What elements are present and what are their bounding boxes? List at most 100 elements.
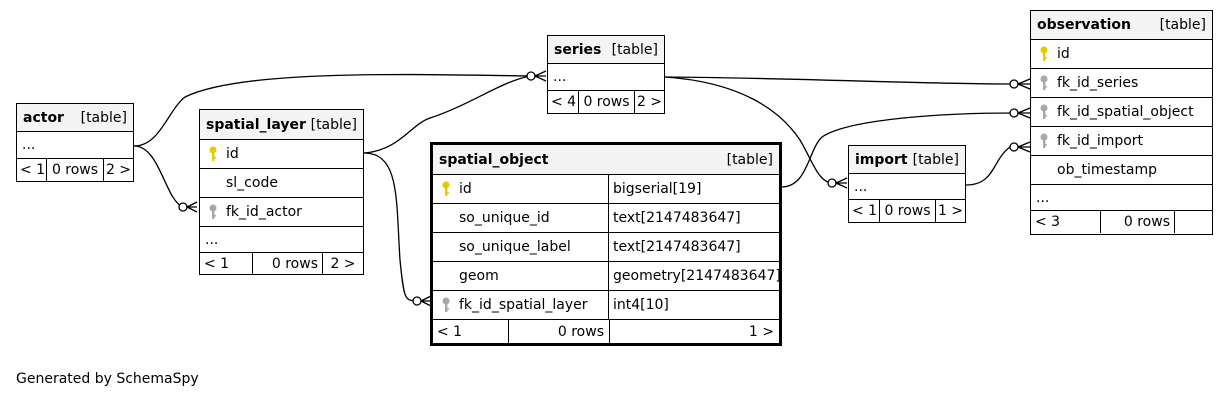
table-footer: < 4 0 rows 2 >	[548, 91, 664, 113]
crowfoot	[186, 201, 198, 213]
footer-count: 0 rows	[46, 159, 103, 181]
foreign-key-icon	[439, 297, 453, 313]
table-spatial-layer[interactable]: spatial_layer [table] id sl_code fk_id_a…	[199, 109, 364, 275]
footer-parents: < 3	[1035, 214, 1061, 230]
column-row: so_unique_label text[2147483647]	[433, 233, 779, 262]
table-kind: [table]	[912, 151, 959, 168]
edge-actor-series	[133, 73, 531, 147]
table-header: observation [table]	[1031, 11, 1212, 40]
table-header: import [table]	[849, 146, 965, 174]
column-type: geometry[2147483647]	[613, 268, 781, 284]
table-name: series	[554, 41, 602, 58]
footer-children: 2 >	[103, 159, 133, 181]
edge-end-circle	[412, 296, 422, 306]
table-series[interactable]: series [table] ... < 4 0 rows 2 >	[547, 35, 665, 114]
table-footer: < 1 0 rows 2 >	[200, 253, 363, 274]
column-row: sl_code	[200, 169, 363, 198]
column-row: so_unique_id text[2147483647]	[433, 204, 779, 233]
edge-end-circle	[526, 71, 536, 81]
table-footer: < 1 0 rows 1 >	[849, 200, 965, 222]
table-row: ...	[849, 174, 965, 200]
edge-spatial-object-observation	[780, 112, 1015, 188]
table-name: spatial_layer	[206, 116, 306, 133]
more-columns: ...	[1036, 189, 1050, 206]
column-type: text[2147483647]	[613, 239, 741, 255]
table-header: spatial_object [table]	[433, 145, 779, 175]
footer-children: 2 >	[322, 253, 363, 274]
table-kind: [table]	[611, 41, 658, 58]
footer-count: 0 rows	[578, 91, 634, 113]
footer-count: 0 rows	[252, 253, 322, 274]
column-name: geom	[459, 268, 499, 284]
table-name: observation	[1037, 17, 1132, 33]
table-import[interactable]: import [table] ... < 1 0 rows 1 >	[848, 145, 966, 223]
crowfoot	[1017, 141, 1031, 153]
column-name: fk_id_import	[1057, 133, 1144, 149]
crowfoot	[534, 70, 547, 82]
column-name: so_unique_id	[459, 210, 550, 226]
more-columns: ...	[205, 231, 219, 248]
footer-parents: < 4	[551, 94, 577, 110]
column-name: so_unique_label	[459, 239, 571, 255]
table-name: actor	[23, 109, 64, 126]
footer-children: 1 >	[609, 320, 779, 343]
column-name: fk_id_actor	[226, 204, 302, 220]
footer-parents: < 1	[204, 255, 230, 272]
table-kind: [table]	[80, 109, 127, 126]
column-name: fk_id_series	[1057, 75, 1139, 91]
foreign-key-icon	[1037, 75, 1051, 91]
more-columns: ...	[22, 137, 36, 153]
edge-end-circle	[827, 178, 837, 188]
table-row: ...	[200, 227, 363, 253]
edge-actor-spatial-layer	[133, 145, 184, 208]
column-name: fk_id_spatial_object	[1057, 104, 1194, 120]
column-row: fk_id_import	[1031, 127, 1212, 156]
crowfoot	[835, 177, 848, 189]
column-row: id	[1031, 40, 1212, 69]
column-name: id	[459, 181, 472, 197]
footer-count: 0 rows	[1100, 211, 1174, 233]
column-row: ob_timestamp	[1031, 156, 1212, 185]
footer-count: 0 rows	[508, 320, 609, 343]
table-kind: [table]	[310, 116, 357, 133]
more-columns: ...	[854, 178, 868, 195]
table-header: actor [table]	[17, 104, 133, 132]
table-row: ...	[548, 64, 664, 91]
column-type: bigserial[19]	[613, 181, 702, 197]
foreign-key-icon	[1037, 104, 1051, 120]
column-type: int4[10]	[613, 297, 669, 313]
footer-parents: < 1	[437, 323, 463, 340]
crowfoot	[420, 295, 432, 307]
footer-children: 1 >	[935, 200, 965, 222]
table-footer: < 1 0 rows 2 >	[17, 159, 133, 181]
table-observation[interactable]: observation [table] id fk_id_series fk_i…	[1030, 10, 1213, 235]
crowfoot	[1017, 107, 1031, 119]
table-header: series [table]	[548, 36, 664, 64]
column-row: fk_id_series	[1031, 69, 1212, 98]
table-footer: < 3 0 rows	[1031, 211, 1212, 233]
foreign-key-icon	[206, 204, 220, 220]
edge-spatial-layer-series	[363, 75, 531, 154]
primary-key-icon	[206, 146, 220, 162]
table-row: ...	[17, 132, 133, 159]
edge-end-circle	[178, 202, 188, 212]
more-columns: ...	[553, 69, 567, 85]
foreign-key-icon	[1037, 133, 1051, 149]
table-spatial-object[interactable]: spatial_object [table] id bigserial[19] …	[430, 142, 782, 346]
table-actor[interactable]: actor [table] ... < 1 0 rows 2 >	[16, 103, 134, 182]
footer-parents: < 1	[20, 162, 46, 178]
edge-end-circle	[1009, 108, 1019, 118]
footer-parents: < 1	[852, 203, 878, 219]
edge-series-import	[664, 76, 833, 184]
table-kind: [table]	[726, 151, 773, 168]
table-kind: [table]	[1159, 17, 1206, 33]
column-name: fk_id_spatial_layer	[459, 297, 588, 313]
column-name: ob_timestamp	[1057, 162, 1157, 178]
crowfoot	[1017, 78, 1031, 90]
table-name: spatial_object	[439, 151, 549, 168]
footer-children	[1174, 211, 1212, 233]
edge-spatial-layer-spatial-object	[363, 152, 417, 302]
column-type: text[2147483647]	[613, 210, 741, 226]
column-row: fk_id_spatial_object	[1031, 98, 1212, 127]
